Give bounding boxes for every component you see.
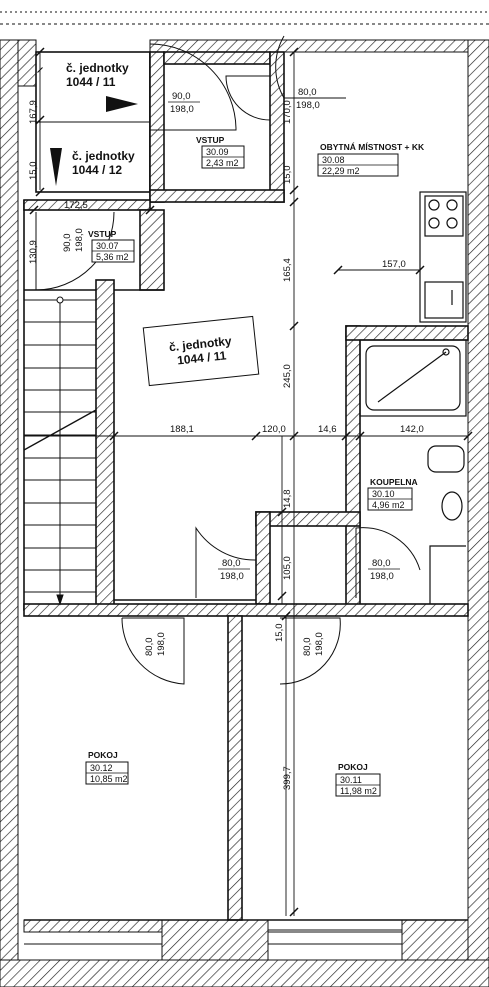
dim-188-1: 188,1 xyxy=(170,424,194,435)
dim-399-7: 399,7 xyxy=(282,766,293,790)
bathtub-icon xyxy=(359,339,467,417)
door7-width: 80,0 xyxy=(302,638,313,657)
sink-icon xyxy=(424,281,464,319)
room-code-3010: 30.10 xyxy=(372,489,395,499)
room-code-3008: 30.08 xyxy=(322,155,345,165)
room-name-3010: KOUPELNA xyxy=(370,477,418,487)
dim-142-0: 142,0 xyxy=(400,424,424,435)
toilet-icon xyxy=(427,445,465,473)
room-code-3012: 30.12 xyxy=(90,763,113,773)
room-name-vstup-3007: VSTUP xyxy=(88,229,117,239)
room-area-3007: 5,36 m2 xyxy=(96,252,129,262)
dim-172-5: 172,5 xyxy=(64,200,88,211)
dim-167-9: 167,9 xyxy=(28,100,39,124)
dim-157-0: 157,0 xyxy=(382,259,406,270)
door6-height: 198,0 xyxy=(156,632,167,656)
bath-fixtures xyxy=(359,339,467,604)
door-swings xyxy=(35,35,421,685)
room-name-vstup-3009: VSTUP xyxy=(196,135,225,145)
washbasin-icon xyxy=(441,491,463,521)
top-boundary xyxy=(0,11,489,25)
room-name-3011: POKOJ xyxy=(338,762,368,772)
door3-width: 90,0 xyxy=(62,234,73,253)
label-dividers xyxy=(86,156,412,786)
door1-height: 198,0 xyxy=(170,104,194,115)
room-area-3011: 11,98 m2 xyxy=(340,786,377,796)
door2-height: 198,0 xyxy=(296,100,320,111)
stove-burner-icon xyxy=(428,217,440,229)
room-label-boxes xyxy=(85,145,413,797)
room-name-3008: OBYTNÁ MÍSTNOST + KK xyxy=(320,142,425,152)
room-area-3010: 4,96 m2 xyxy=(372,500,405,510)
direction-arrows xyxy=(50,96,138,186)
stove-burner-icon xyxy=(446,217,458,229)
dim-15-0-a: 15,0 xyxy=(28,162,39,181)
door4-height: 198,0 xyxy=(220,571,244,582)
door6-width: 80,0 xyxy=(144,638,155,657)
door3-height: 198,0 xyxy=(74,228,85,252)
triangle-down-icon xyxy=(50,148,62,186)
room-code-3009: 30.09 xyxy=(206,147,229,157)
staircase xyxy=(23,296,97,606)
stove-burner-icon xyxy=(428,199,440,211)
dim-170-0: 170,0 xyxy=(282,100,293,124)
dim-130-9: 130,9 xyxy=(28,240,39,264)
stove-burner-icon xyxy=(446,199,458,211)
kitchen-counter xyxy=(419,191,467,323)
dim-14-8: 14,8 xyxy=(282,490,293,509)
dim-165-4: 165,4 xyxy=(282,258,293,282)
dim-14-6: 14,6 xyxy=(318,424,337,435)
door5-height: 198,0 xyxy=(370,571,394,582)
room-area-3009: 2,43 m2 xyxy=(206,158,239,168)
unit-label-main: č. jednotky1044 / 11 xyxy=(168,334,234,368)
room-area-3008: 22,29 m2 xyxy=(322,166,360,176)
room-name-3012: POKOJ xyxy=(88,750,118,760)
dim-105-0: 105,0 xyxy=(282,556,293,580)
room-code-3011: 30.11 xyxy=(340,775,362,785)
dim-15-0-b: 15,0 xyxy=(282,166,293,185)
dim-120-0: 120,0 xyxy=(262,424,286,435)
dim-15-0-c: 15,0 xyxy=(274,624,285,643)
door2-width: 80,0 xyxy=(298,87,317,98)
exterior-walls xyxy=(0,39,489,987)
dim-245-0: 245,0 xyxy=(282,364,293,388)
room-area-3012: 10,85 m2 xyxy=(90,774,128,784)
door1-width: 90,0 xyxy=(172,91,191,102)
door7-height: 198,0 xyxy=(314,632,325,656)
triangle-right-icon xyxy=(106,96,138,112)
door4-width: 80,0 xyxy=(222,558,241,569)
dimension-ticks xyxy=(29,47,473,917)
room-code-3007: 30.07 xyxy=(96,241,119,251)
door5-width: 80,0 xyxy=(372,558,391,569)
